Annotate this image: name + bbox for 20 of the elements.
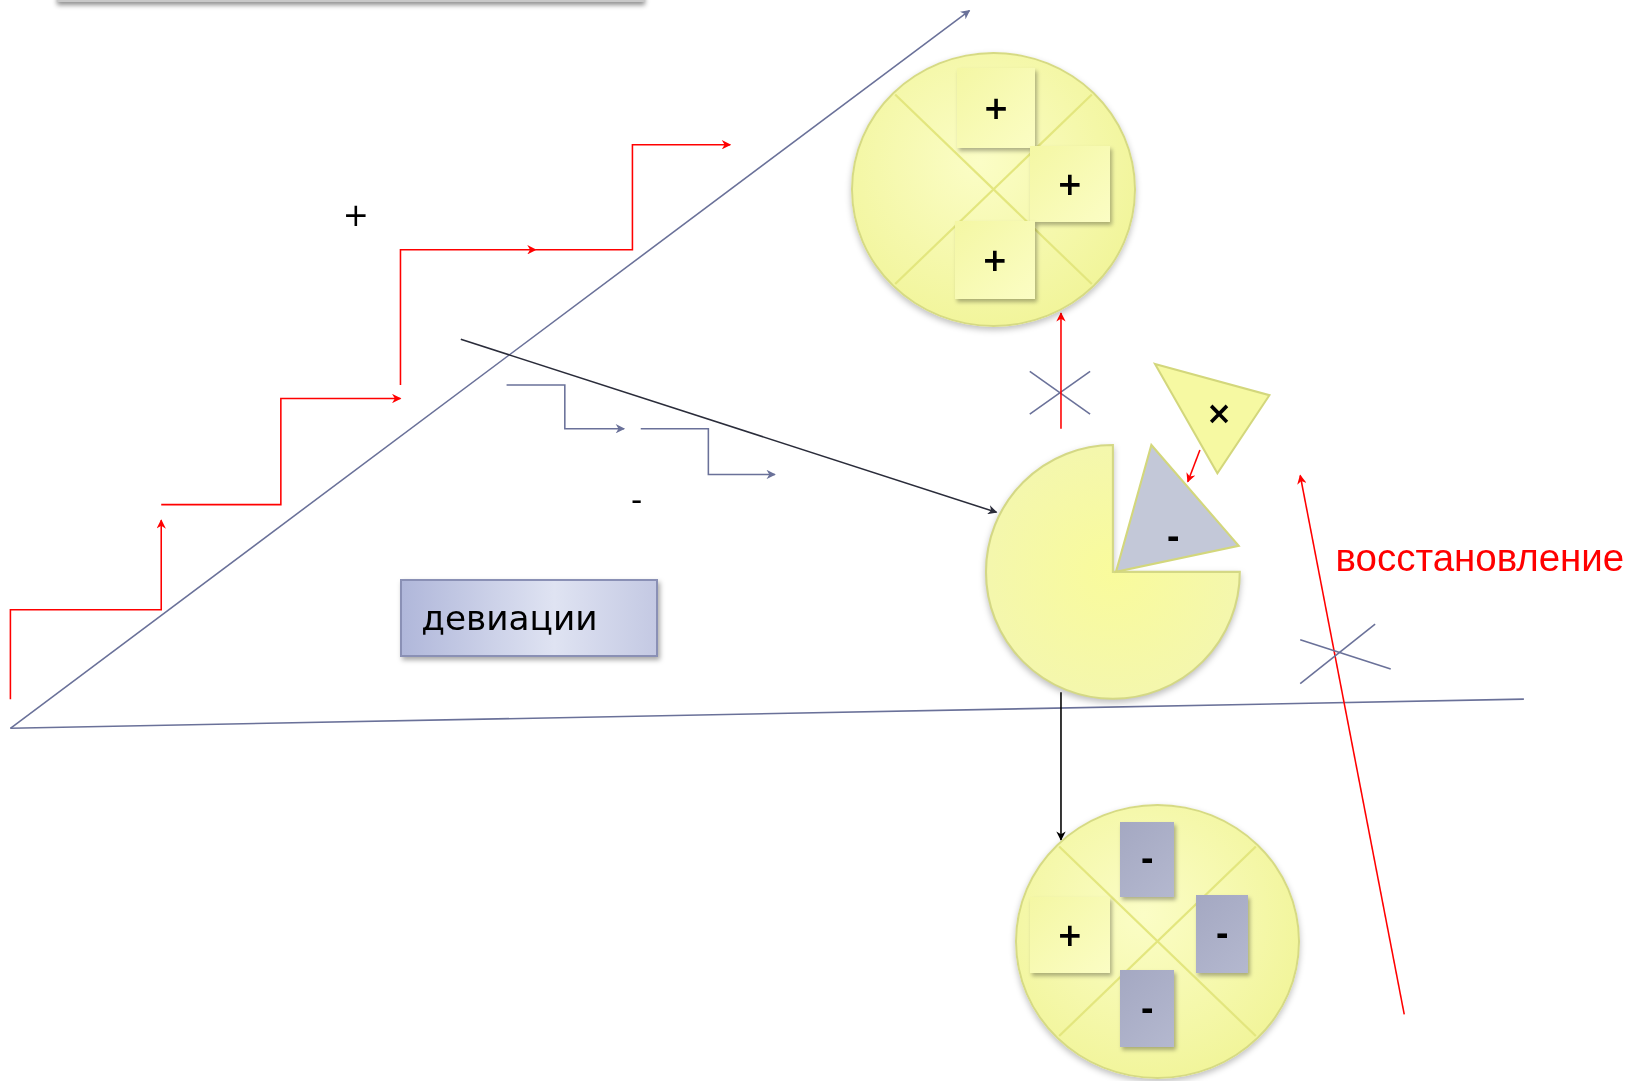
pie-shape <box>986 445 1240 699</box>
note-card: + <box>1029 145 1110 222</box>
arrow <box>1056 691 1066 841</box>
arrow <box>1186 449 1201 483</box>
sign-label: - <box>630 482 643 519</box>
note-card: + <box>1029 896 1110 973</box>
triangle-label: - <box>1166 518 1180 555</box>
note-card: - <box>1196 894 1249 973</box>
label-box: девиации <box>400 579 659 658</box>
triangle-shape <box>1116 445 1239 573</box>
note-card: + <box>954 220 1035 299</box>
triangle-shape <box>1154 364 1269 474</box>
annotation-text: восстановление <box>1335 532 1629 641</box>
note-card: + <box>956 67 1035 148</box>
note-card: - <box>1120 970 1175 1048</box>
sign-label: + <box>342 197 369 234</box>
note-card: - <box>1120 821 1175 897</box>
arrow <box>1056 312 1066 430</box>
arrow <box>460 338 998 515</box>
triangle-label: × <box>1206 394 1233 431</box>
